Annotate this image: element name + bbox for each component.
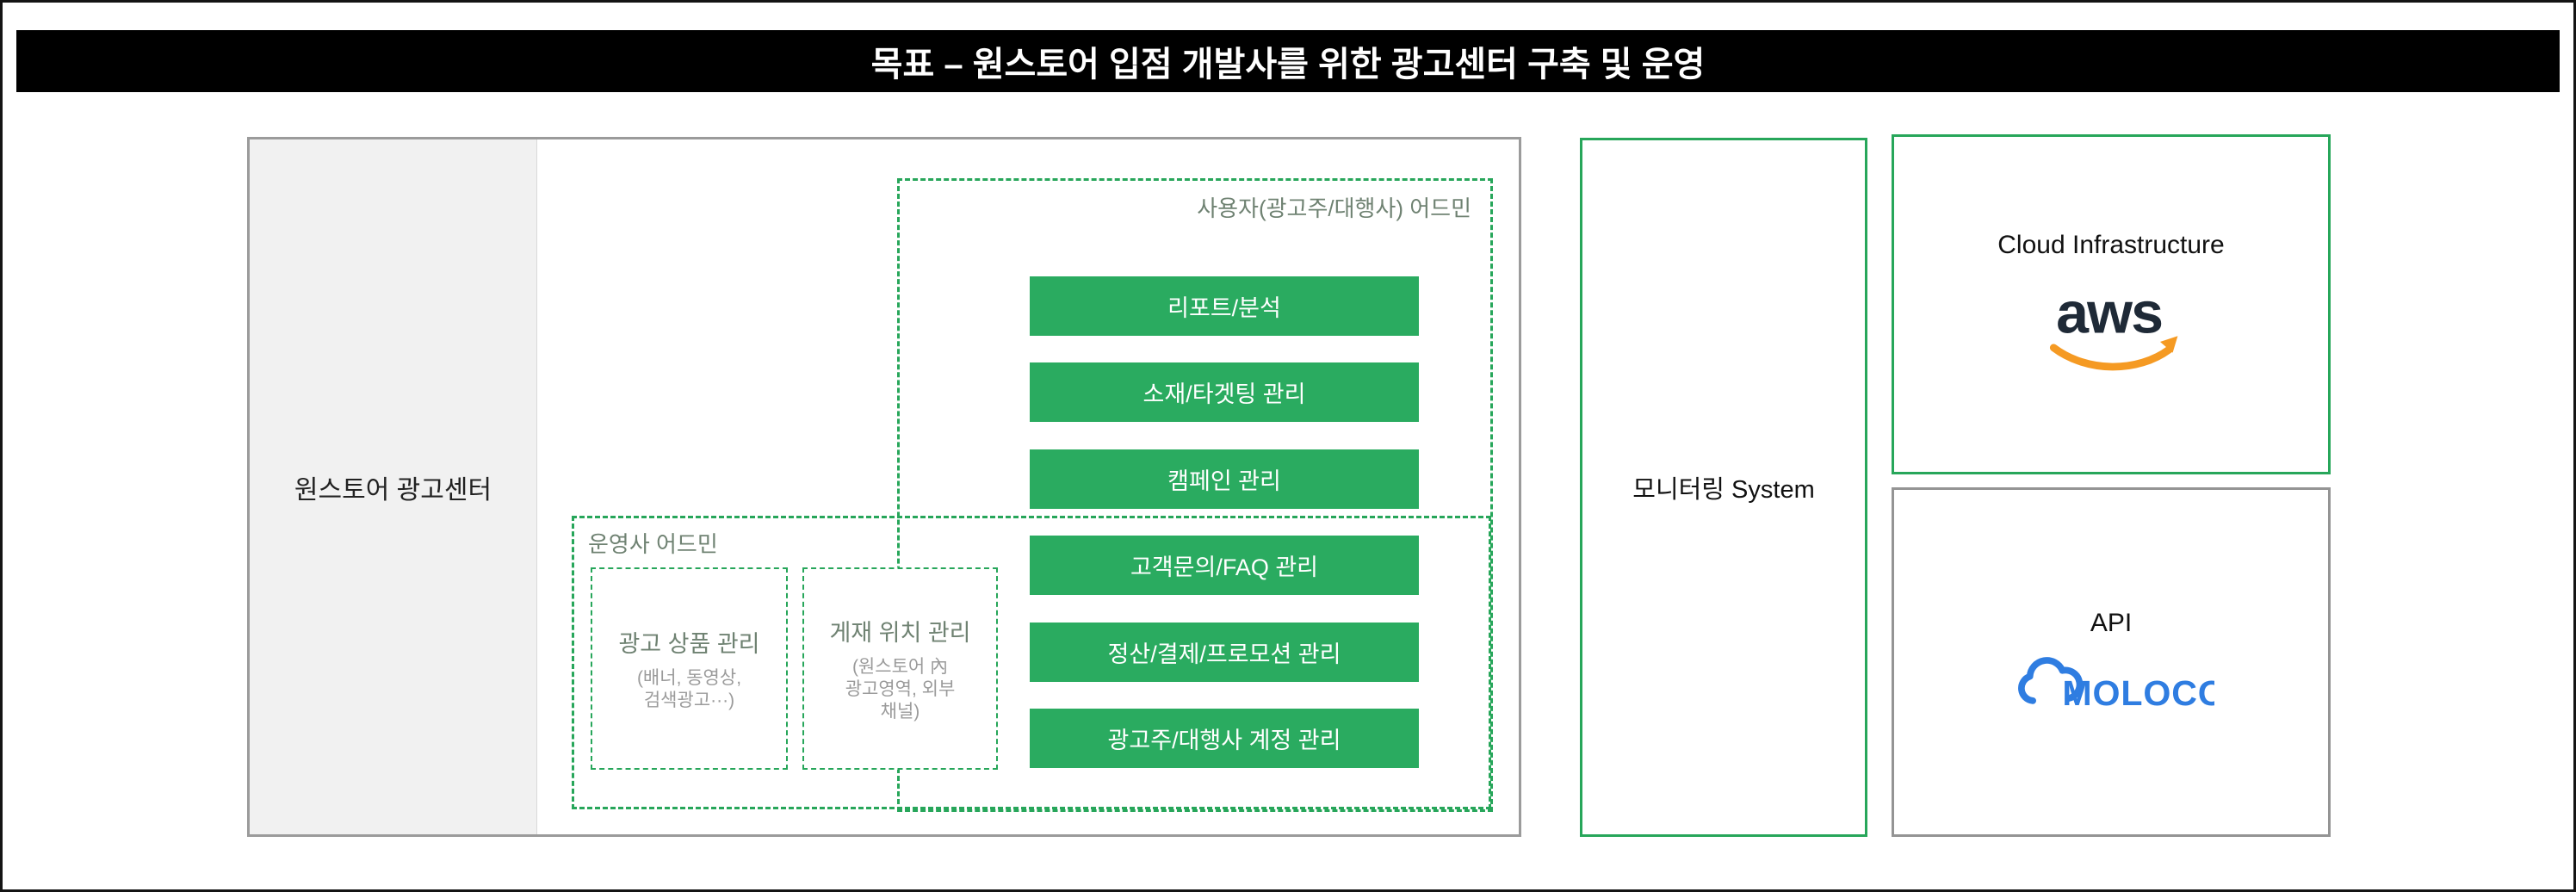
module-subtitle: (배너, 동영상, 검색광고···) — [636, 667, 742, 710]
module-ad-product-management: 광고 상품 관리 (배너, 동영상, 검색광고···) — [591, 567, 788, 770]
aws-logo: aws — [2049, 280, 2177, 371]
feature-report-analysis: 리포트/분석 — [1030, 276, 1419, 336]
module-subtitle: (원스토어 內 광고영역, 외부 채널) — [845, 656, 956, 722]
moloco-cloud-icon — [2018, 657, 2084, 704]
ad-center-box: 원스토어 광고센터 사용자(광고주/대행사) 어드민 운영사 어드민 광고 상품… — [247, 137, 1521, 837]
feature-account-management: 광고주/대행사 계정 관리 — [1030, 709, 1419, 768]
cloud-infrastructure-label: Cloud Infrastructure — [1997, 231, 2225, 260]
module-title: 광고 상품 관리 — [618, 630, 760, 657]
cloud-infrastructure-box: Cloud Infrastructure aws — [1892, 134, 2331, 474]
page-title: 목표 – 원스토어 입점 개발사를 위한 광고센터 구축 및 운영 — [870, 46, 1706, 84]
module-placement-management: 게재 위치 관리 (원스토어 內 광고영역, 외부 채널) — [802, 567, 998, 770]
aws-smile-arrow-icon — [2159, 336, 2177, 353]
operator-admin-label: 운영사 어드민 — [588, 531, 718, 557]
ad-center-label-panel: 원스토어 광고센터 — [250, 139, 537, 834]
feature-cs-faq-management: 고객문의/FAQ 관리 — [1030, 536, 1419, 595]
monitoring-label: 모니터링 System — [1632, 476, 1815, 504]
monitoring-box: 모니터링 System — [1580, 138, 1867, 837]
aws-smile-icon — [2049, 344, 2173, 371]
ad-center-label: 원스토어 광고센터 — [294, 475, 492, 505]
api-box: API MOLOCO — [1892, 487, 2331, 837]
operator-admin-group: 운영사 어드민 광고 상품 관리 (배너, 동영상, 검색광고···) 게재 위… — [572, 516, 1491, 809]
feature-creative-targeting: 소재/타겟팅 관리 — [1030, 362, 1419, 422]
feature-campaign-management: 캠페인 관리 — [1030, 449, 1419, 509]
aws-wordmark: aws — [2056, 280, 2162, 345]
moloco-logo: MOLOCO — [2018, 657, 2214, 713]
module-title: 게재 위치 관리 — [829, 619, 971, 646]
user-admin-group: 사용자(광고주/대행사) 어드민 — [897, 178, 1493, 812]
moloco-wordmark: MOLOCO — [2062, 673, 2214, 713]
api-label: API — [2090, 609, 2133, 637]
feature-settlement-payment-promotion: 정산/결제/프로모션 관리 — [1030, 623, 1419, 682]
header-bar: 목표 – 원스토어 입점 개발사를 위한 광고센터 구축 및 운영 — [16, 30, 2560, 92]
user-admin-label: 사용자(광고주/대행사) 어드민 — [1197, 195, 1471, 221]
